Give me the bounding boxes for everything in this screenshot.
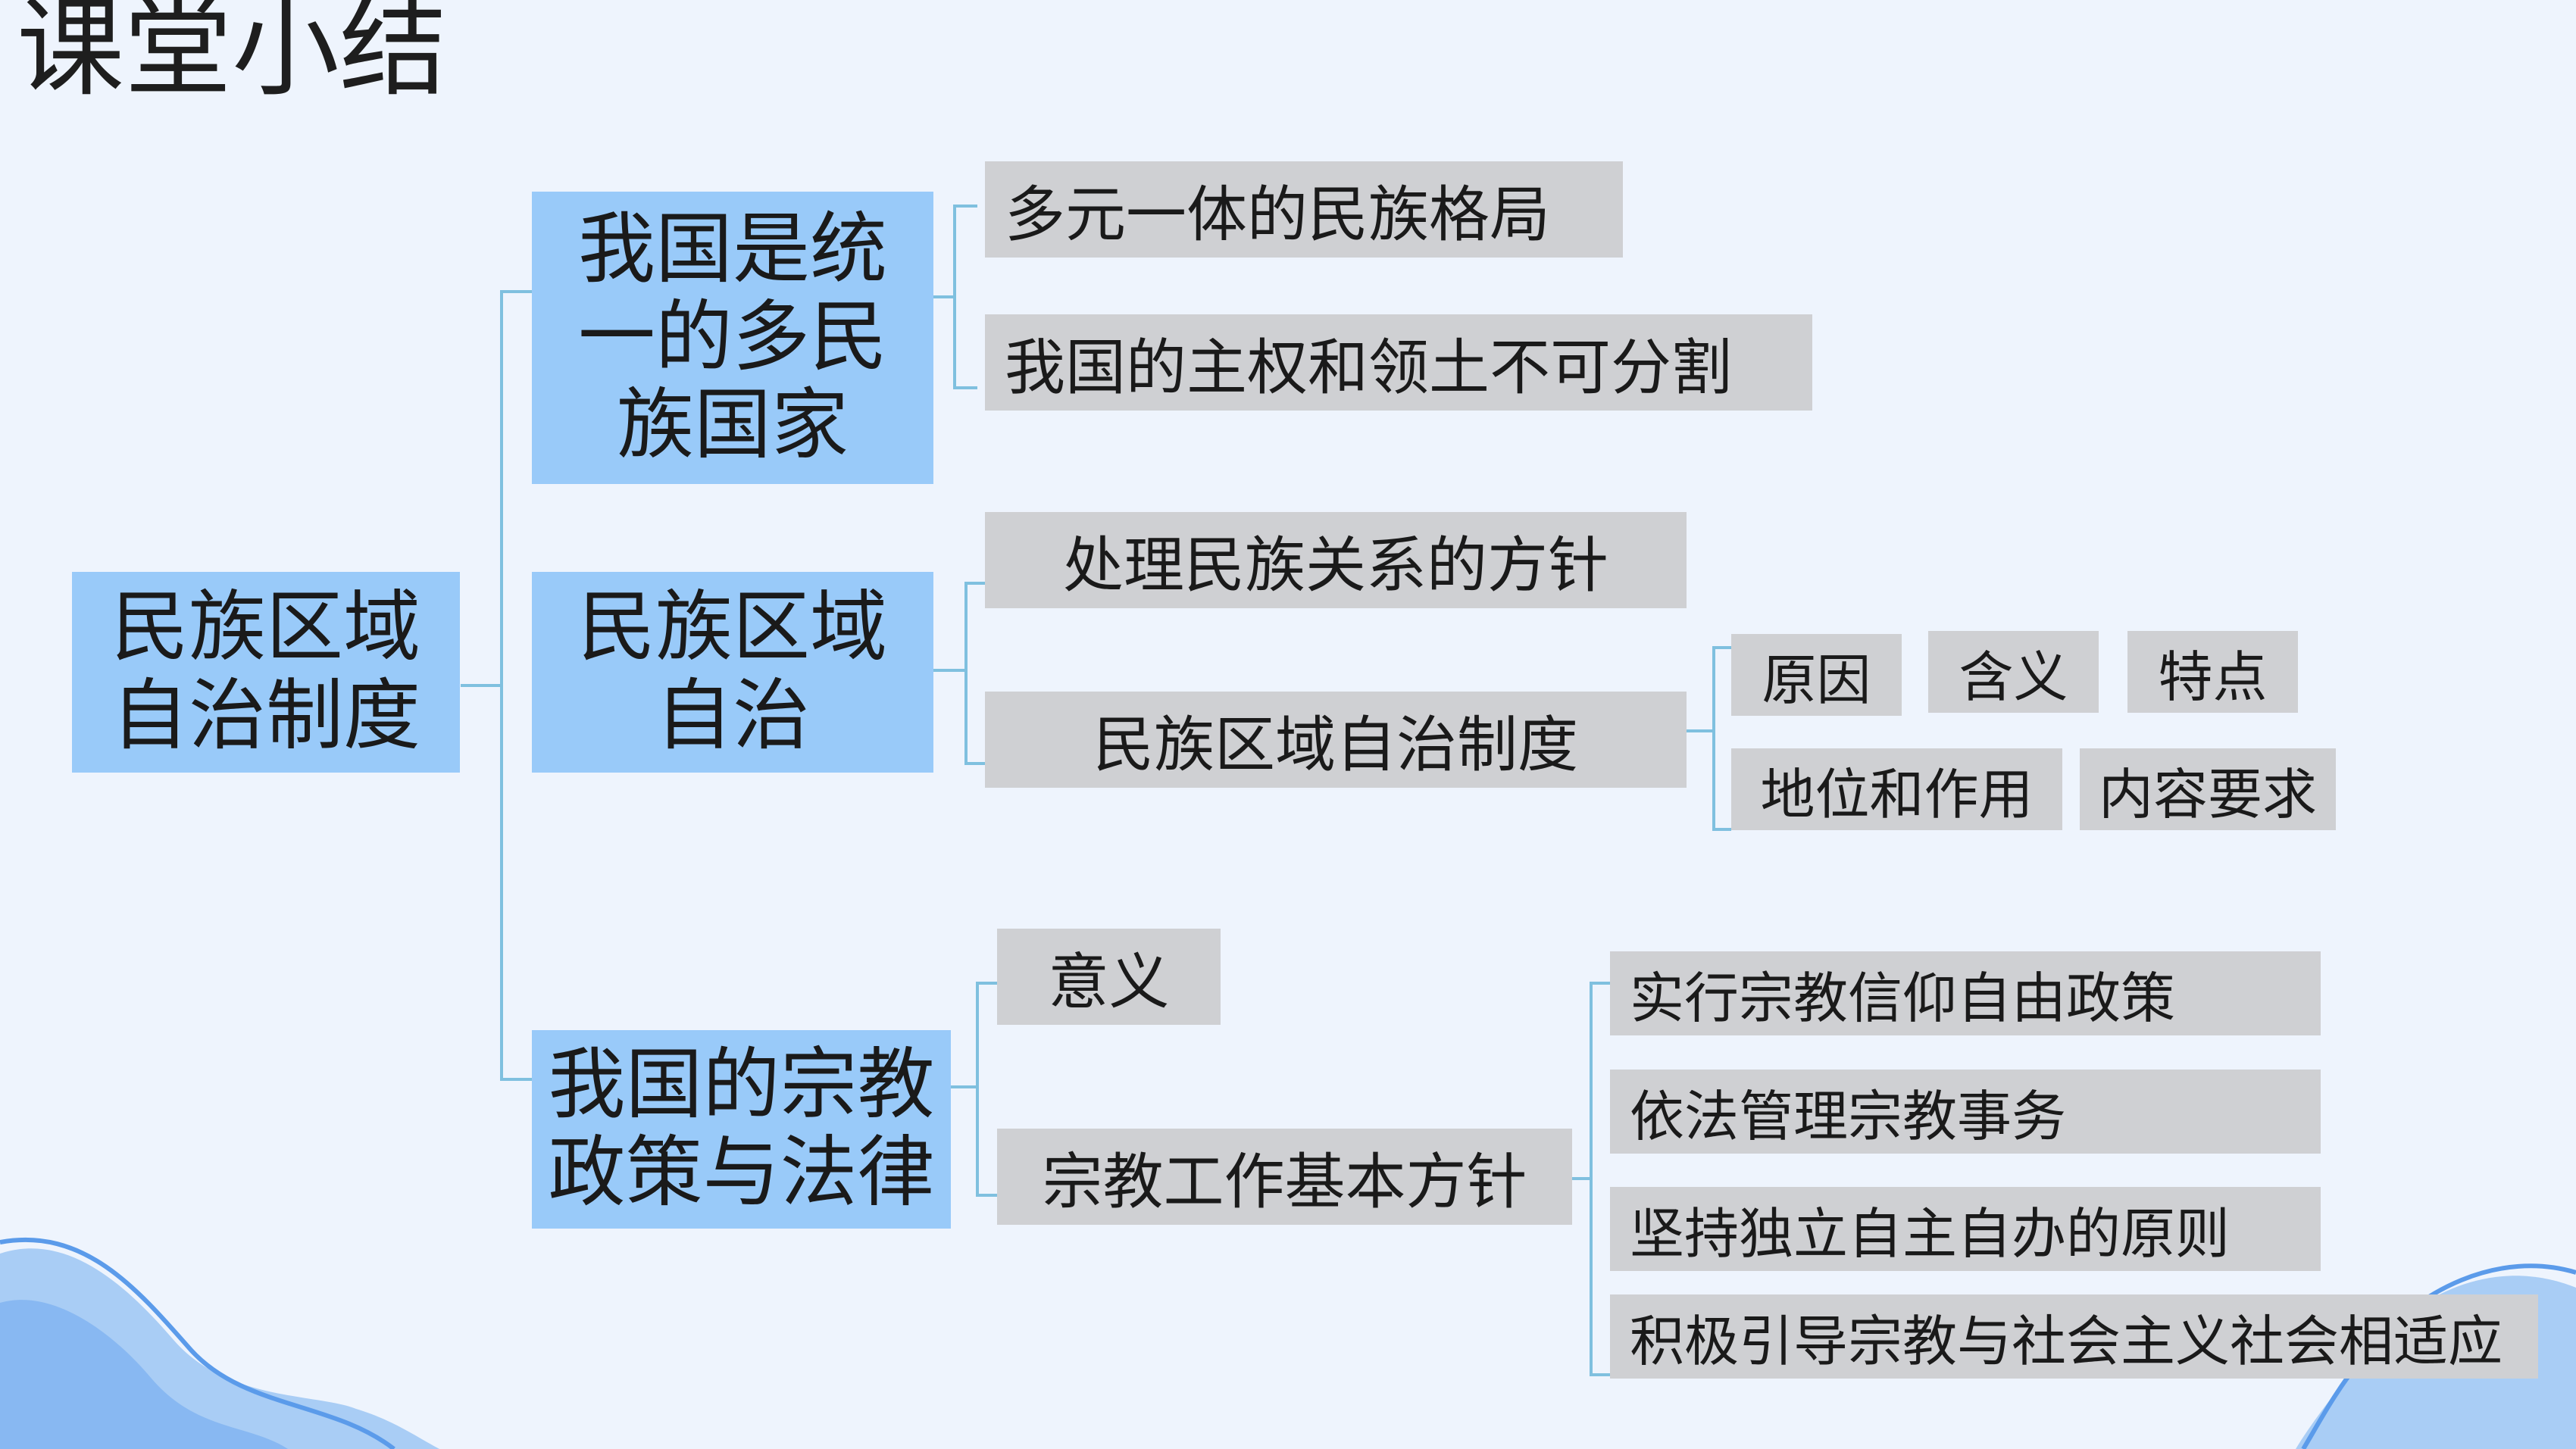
branch-1-node: 我国是统 一的多民 族国家 — [532, 192, 933, 484]
page-title: 课堂小结 — [17, 0, 447, 111]
root-node-line-1: 民族区域 — [111, 582, 420, 673]
branch-3-sub-item-1: 实行宗教信仰自由政策 — [1610, 951, 2321, 1035]
branch-2-node: 民族区域 自治 — [532, 572, 933, 773]
branch-2-item-2: 民族区域自治制度 — [985, 692, 1687, 788]
branch-3-line-1: 我国的宗教 — [548, 1039, 935, 1130]
branch-1-item-1: 多元一体的民族格局 — [985, 161, 1623, 258]
branch-2-line-1: 民族区域 — [578, 582, 887, 673]
branch-3-sub-item-2: 依法管理宗教事务 — [1610, 1070, 2321, 1154]
branch-3-sub-item-4: 积极引导宗教与社会主义社会相适应 — [1610, 1294, 2538, 1379]
branch-1-line-3: 族国家 — [617, 380, 849, 471]
root-node-line-2: 自治制度 — [111, 670, 420, 761]
branch-2-sub-item-2: 含义 — [1928, 631, 2099, 713]
branch-1-line-1: 我国是统 — [578, 204, 887, 295]
branch-1-line-2: 一的多民 — [578, 292, 887, 383]
branch-3-node: 我国的宗教 政策与法律 — [532, 1030, 951, 1229]
branch-3-item-2: 宗教工作基本方针 — [997, 1129, 1572, 1225]
branch-3-sub-item-3: 坚持独立自主自办的原则 — [1610, 1187, 2321, 1271]
branch-2-item-1: 处理民族关系的方针 — [985, 512, 1687, 608]
branch-2-sub-item-1: 原因 — [1731, 634, 1902, 716]
branch-1-item-2: 我国的主权和领土不可分割 — [985, 314, 1812, 411]
root-node: 民族区域 自治制度 — [72, 572, 460, 773]
branch-2-sub-item-4: 地位和作用 — [1731, 748, 2062, 830]
branch-2-line-2: 自治 — [655, 670, 810, 761]
branch-3-item-1: 意义 — [997, 929, 1221, 1025]
branch-2-sub-item-3: 特点 — [2127, 631, 2298, 713]
branch-2-sub-item-5: 内容要求 — [2080, 748, 2336, 830]
branch-3-line-2: 政策与法律 — [548, 1128, 935, 1218]
